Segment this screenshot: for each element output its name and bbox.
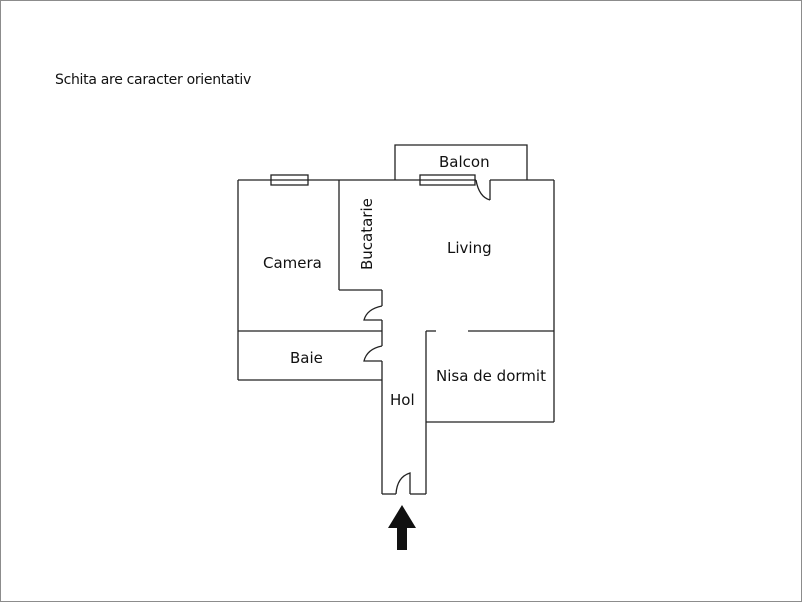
entrance-arrow-icon: [388, 505, 416, 550]
window-living: [419, 174, 476, 186]
label-nisa: Nisa de dormit: [436, 367, 546, 385]
interior-walls: [238, 180, 554, 495]
balcony-door: [475, 179, 491, 201]
label-living: Living: [447, 239, 492, 257]
window-camera: [270, 174, 309, 186]
label-hol: Hol: [390, 391, 415, 409]
label-bucatarie: Bucatarie: [358, 198, 376, 270]
label-baie: Baie: [290, 349, 323, 367]
outer-walls: [237, 179, 555, 423]
door-baie: [363, 345, 383, 362]
balcony: [394, 144, 528, 180]
door-entrance: [395, 472, 411, 495]
door-camera: [363, 305, 383, 321]
label-balcon: Balcon: [439, 153, 490, 171]
disclaimer-note: Schita are caracter orientativ: [55, 72, 252, 88]
label-camera: Camera: [263, 254, 322, 272]
